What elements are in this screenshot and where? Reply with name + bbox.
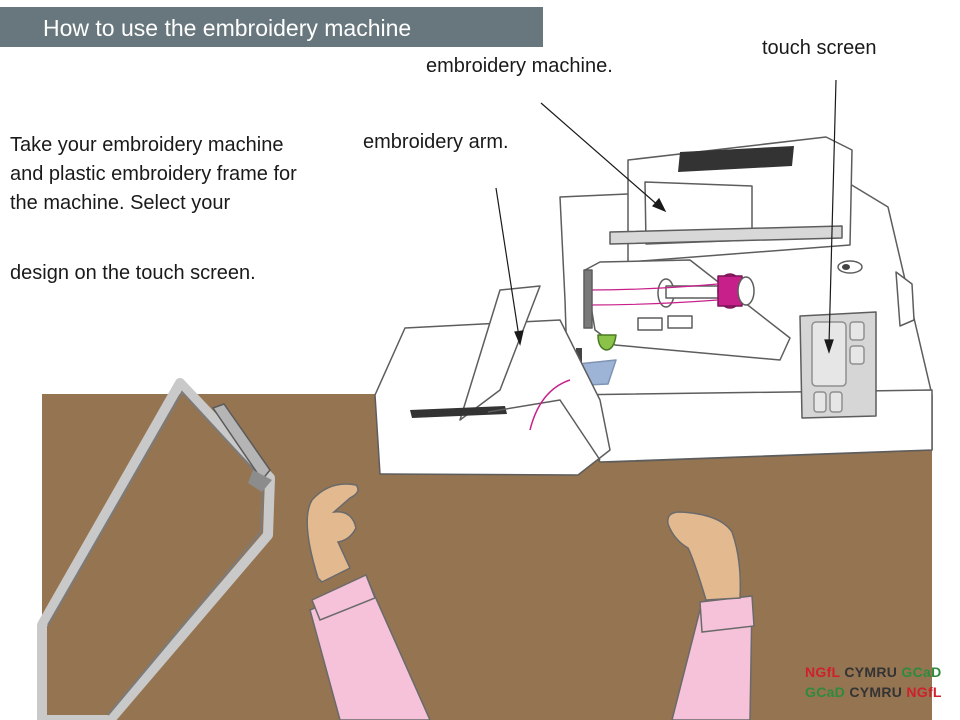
pointer-arm — [495, 187, 520, 338]
embroidery-arm-unit — [374, 285, 611, 476]
pointer-machine — [540, 102, 661, 208]
label-embroidery-machine: embroidery machine. — [426, 55, 613, 77]
embroidery-machine — [559, 136, 933, 463]
label-touch-screen: touch screen — [762, 37, 877, 59]
instructions-text: Take your embroidery machine and plastic… — [10, 134, 297, 214]
pointer-touch-screen — [828, 79, 837, 346]
logo-line-1: NGfL CYMRU GCaD — [805, 664, 942, 680]
page-title: How to use the embroidery machine — [43, 15, 412, 41]
embroidery-frame — [37, 378, 275, 720]
logo-line-2: GCaD CYMRU NGfL — [805, 684, 942, 700]
title-bar: How to use the embroidery machine — [0, 7, 543, 47]
pointer-lines — [495, 79, 837, 354]
ngfl-cymru-logo: NGfL CYMRU GCaD GCaD CYMRU NGfL — [805, 662, 943, 702]
instructions-text-continued: design on the touch screen. — [10, 262, 256, 284]
right-hand — [667, 511, 755, 720]
left-hand — [306, 483, 431, 720]
label-embroidery-arm: embroidery arm. — [363, 131, 509, 153]
